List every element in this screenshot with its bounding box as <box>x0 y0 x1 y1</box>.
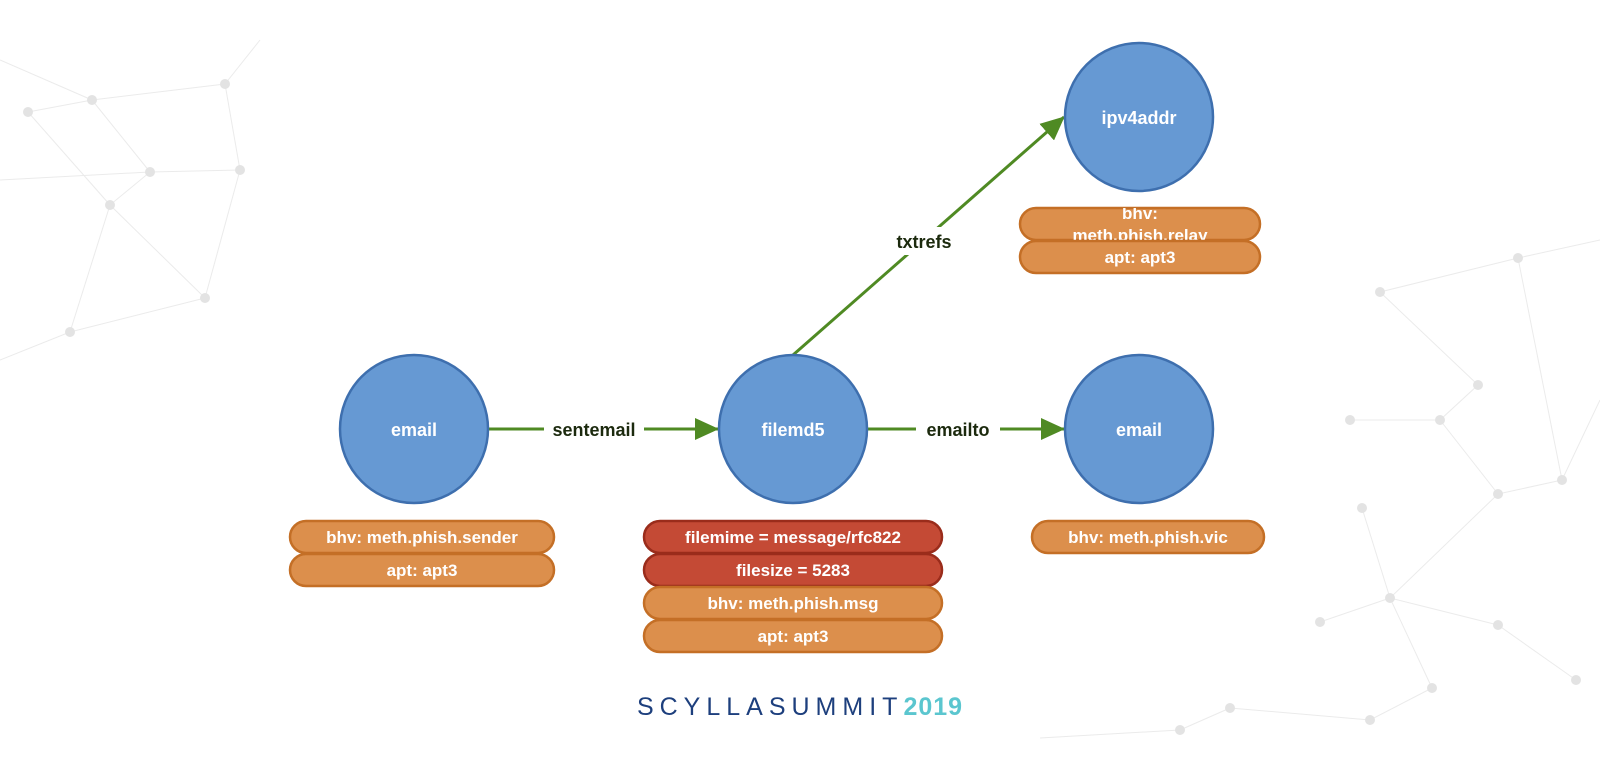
node-filemd5-circle[interactable] <box>717 353 869 505</box>
tag-bhv-relay-line-1: bhv: <box>1122 204 1158 223</box>
edge-emailto-label: emailto <box>926 420 989 440</box>
tag-filesize: filesize = 5283 <box>642 552 944 588</box>
tag-bhv-sender: bhv: meth.phish.sender <box>288 519 556 555</box>
node-ipv4addr[interactable]: ipv4addr <box>1063 41 1215 193</box>
edge-sentemail-label: sentemail <box>552 420 635 440</box>
tag-apt-sender-text: apt: apt3 <box>387 561 458 580</box>
brand-year: 2019 <box>903 693 964 721</box>
tag-list-email-victim: bhv: meth.phish.vic <box>1030 519 1266 555</box>
node-email-victim[interactable]: email <box>1063 353 1215 505</box>
edge-txtrefs-label-bg <box>888 227 960 255</box>
brand-summit: SUMMIT <box>768 693 904 721</box>
background-network-right-dots <box>1175 253 1581 735</box>
tag-bhv-relay: bhv: meth.phish.relay <box>1018 204 1262 245</box>
tag-apt-filemd5-text: apt: apt3 <box>758 627 829 646</box>
edge-emailto-label-bg <box>916 415 1000 443</box>
node-email-victim-label: email <box>1116 420 1162 440</box>
tag-filemime-text: filemime = message/rfc822 <box>685 528 901 547</box>
tag-bhv-msg-text: bhv: meth.phish.msg <box>708 594 879 613</box>
background-network-left <box>0 39 261 361</box>
background-network-right <box>1039 239 1600 739</box>
tag-bhv-vic: bhv: meth.phish.vic <box>1030 519 1266 555</box>
tag-list-filemd5: filemime = message/rfc822 filesize = 528… <box>642 519 944 654</box>
node-email-sender-label: email <box>391 420 437 440</box>
tag-filesize-text: filesize = 5283 <box>736 561 850 580</box>
node-email-victim-circle[interactable] <box>1063 353 1215 505</box>
tag-apt-sender: apt: apt3 <box>288 552 556 588</box>
edge-emailto: emailto <box>868 415 1065 443</box>
tag-filemime: filemime = message/rfc822 <box>642 519 944 555</box>
edge-sentemail: sentemail <box>488 415 719 443</box>
tag-apt-filemd5: apt: apt3 <box>642 618 944 654</box>
tag-apt-ipv4addr: apt: apt3 <box>1018 239 1262 275</box>
tag-list-ipv4addr: bhv: meth.phish.relay apt: apt3 <box>1018 204 1262 275</box>
node-ipv4addr-circle[interactable] <box>1063 41 1215 193</box>
tag-bhv-sender-text: bhv: meth.phish.sender <box>326 528 518 547</box>
background-network-left-dots <box>23 79 245 337</box>
edge-txtrefs: txtrefs <box>792 115 1065 357</box>
edge-txtrefs-label: txtrefs <box>896 232 951 252</box>
tag-bhv-relay-line-2: meth.phish.relay <box>1072 226 1208 245</box>
tag-list-email-sender: bhv: meth.phish.sender apt: apt3 <box>288 519 556 588</box>
tag-apt-ipv4addr-text: apt: apt3 <box>1105 248 1176 267</box>
node-filemd5[interactable]: filemd5 <box>717 353 869 505</box>
brand-scylla: SCYLLA <box>636 693 769 721</box>
node-filemd5-label: filemd5 <box>761 420 824 440</box>
tag-bhv-vic-text: bhv: meth.phish.vic <box>1068 528 1228 547</box>
tag-bhv-relay-text: bhv: meth.phish.relay <box>1072 204 1208 245</box>
tag-bhv-msg: bhv: meth.phish.msg <box>642 585 944 621</box>
node-email-sender-circle[interactable] <box>338 353 490 505</box>
brand-logo: SCYLLASUMMIT2019 <box>0 693 1600 722</box>
node-ipv4addr-label: ipv4addr <box>1101 108 1176 128</box>
edge-sentemail-label-bg <box>544 415 644 443</box>
node-email-sender[interactable]: email <box>338 353 490 505</box>
